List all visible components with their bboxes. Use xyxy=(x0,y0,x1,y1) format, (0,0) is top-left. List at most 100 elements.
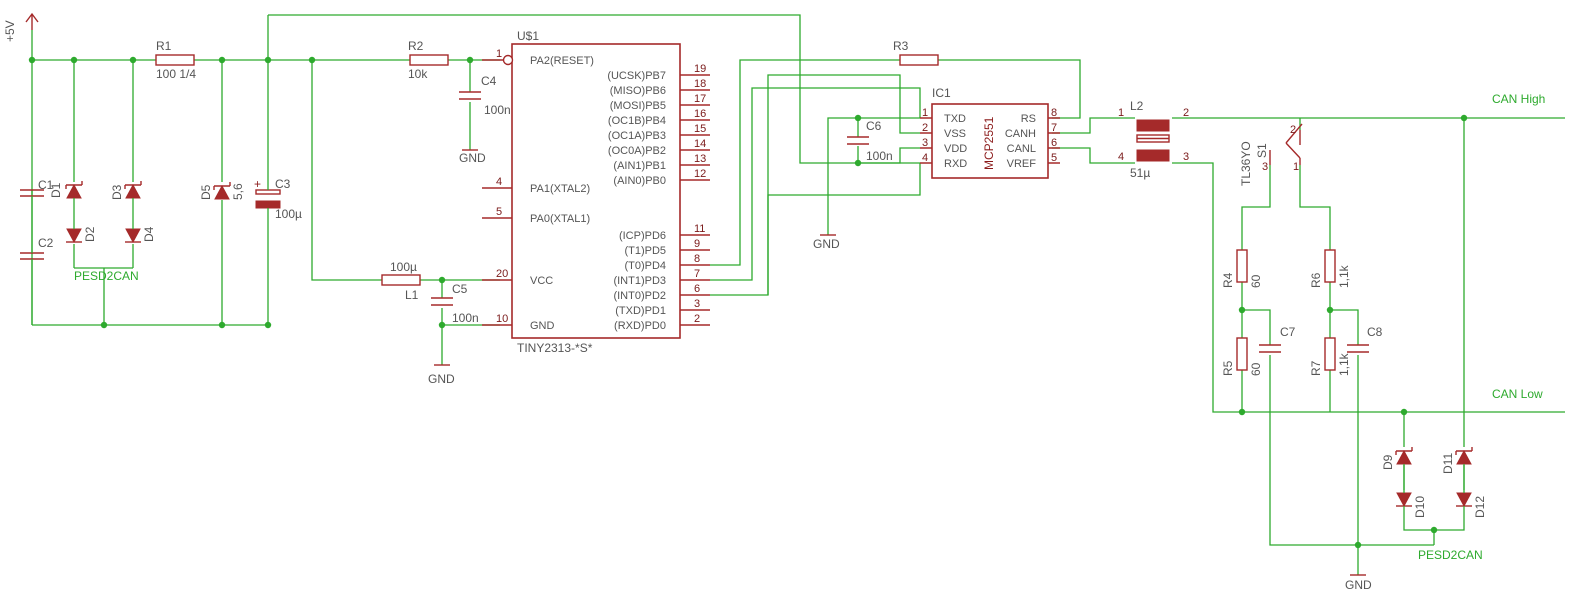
svg-text:R4: R4 xyxy=(1221,272,1235,288)
svg-text:MCP2551: MCP2551 xyxy=(982,116,996,170)
u1-pin-label: (INT1)PD3 xyxy=(613,275,666,287)
svg-text:D3: D3 xyxy=(110,184,124,200)
svg-text:4: 4 xyxy=(1118,151,1124,163)
ic1-pin-number: 4 xyxy=(922,152,928,164)
tvs-diode-d1: D1 xyxy=(49,181,83,199)
u1-pin-number: 5 xyxy=(496,206,502,218)
svg-text:S1: S1 xyxy=(1255,143,1269,158)
ic1-pin-label: TXD xyxy=(944,113,966,125)
ic1-pin-label: RXD xyxy=(944,158,967,170)
u1-pin-label: PA1(XTAL2) xyxy=(530,183,590,195)
u1-pin-label: (ICP)PD6 xyxy=(619,230,666,242)
ic1-pin-label: VDD xyxy=(944,143,967,155)
ic1-pin-label: CANH xyxy=(1005,128,1036,140)
tvs-diode-d9: D9 xyxy=(1381,447,1413,470)
pesd-left-label: PESD2CAN xyxy=(74,269,139,283)
svg-text:C3: C3 xyxy=(275,177,291,191)
u1-pin-number: 20 xyxy=(496,268,508,280)
svg-text:D11: D11 xyxy=(1441,453,1455,474)
ic1-pin-number: 7 xyxy=(1051,122,1057,134)
u1-pin-label: PA0(XTAL1) xyxy=(530,213,590,225)
ic1-pin-number: 1 xyxy=(922,107,928,119)
ic1-pin-label: VREF xyxy=(1007,158,1037,170)
svg-text:TINY2313-*S*: TINY2313-*S* xyxy=(517,341,593,355)
u1-pin-label: (OC1A)PB3 xyxy=(608,130,666,142)
svg-text:100µ: 100µ xyxy=(275,207,302,221)
svg-text:D10: D10 xyxy=(1413,496,1427,518)
capacitor-c1: C1 xyxy=(20,178,54,197)
u1-pin-number: 12 xyxy=(694,168,706,180)
ic1-pin-label: RS xyxy=(1021,113,1036,125)
u1-pin-number: 2 xyxy=(694,313,700,325)
u1-pin-number: 1 xyxy=(496,48,502,60)
u1-pin-number: 3 xyxy=(694,298,700,310)
svg-text:D2: D2 xyxy=(83,226,97,242)
gnd-label: GND xyxy=(428,372,455,386)
common-mode-choke-l2: L2 51µ 1 2 4 3 xyxy=(1118,99,1189,180)
svg-text:TL36YO: TL36YO xyxy=(1239,141,1253,186)
svg-text:100µ: 100µ xyxy=(390,260,417,274)
u1-pin-label: (INT0)PD2 xyxy=(613,290,666,302)
microcontroller-u1: U$1 TINY2313-*S* PA2(RESET)1PA1(XTAL2)4P… xyxy=(482,29,710,355)
svg-text:C7: C7 xyxy=(1280,325,1296,339)
u1-pin-number: 10 xyxy=(496,313,508,325)
ic1-pin-label: VSS xyxy=(944,128,966,140)
ic1-pin-label: CANL xyxy=(1007,143,1036,155)
svg-text:IC1: IC1 xyxy=(932,86,951,100)
u1-pin-number: 4 xyxy=(496,176,502,188)
u1-pin-label: (MOSI)PB5 xyxy=(610,100,666,112)
u1-pin-number: 7 xyxy=(694,268,700,280)
svg-text:10k: 10k xyxy=(408,67,428,81)
u1-pin-label: GND xyxy=(530,320,555,332)
u1-pin-number: 8 xyxy=(694,253,700,265)
tvs-diode-d3: D3 xyxy=(110,181,142,200)
resistor-r4: R4 60 xyxy=(1221,249,1263,288)
ic1-pin-number: 5 xyxy=(1051,152,1057,164)
u1-pin-number: 13 xyxy=(694,153,706,165)
svg-text:R2: R2 xyxy=(408,39,424,53)
gnd-symbol-c4: GND xyxy=(459,149,486,165)
u1-pin-number: 6 xyxy=(694,283,700,295)
u1-pin-label: (AIN1)PB1 xyxy=(613,160,666,172)
ic1-pin-number: 2 xyxy=(922,122,928,134)
svg-text:+: + xyxy=(254,177,261,191)
capacitor-c2: C2 xyxy=(20,236,54,260)
gnd-label: GND xyxy=(459,151,486,165)
diode-d12: D12 xyxy=(1456,492,1487,518)
inductor-l1: 100µ L1 xyxy=(381,260,421,302)
svg-text:L2: L2 xyxy=(1130,99,1144,113)
u1-pin-number: 16 xyxy=(694,108,706,120)
svg-text:L1: L1 xyxy=(405,288,419,302)
svg-text:D12: D12 xyxy=(1473,496,1487,518)
svg-text:3: 3 xyxy=(1183,151,1189,163)
svg-text:1: 1 xyxy=(1293,161,1299,173)
svg-text:D9: D9 xyxy=(1381,454,1395,470)
capacitor-c8: C8 xyxy=(1347,325,1383,353)
svg-text:60: 60 xyxy=(1249,362,1263,376)
gnd-label: GND xyxy=(1345,578,1372,592)
ic1-pin-number: 6 xyxy=(1051,137,1057,149)
electrolytic-c3: + C3 100µ xyxy=(254,177,302,221)
capacitor-c6: C6 100n xyxy=(847,119,893,163)
svg-text:R5: R5 xyxy=(1221,360,1235,376)
u1-pin-number: 9 xyxy=(694,238,700,250)
svg-text:2: 2 xyxy=(1183,107,1189,119)
capacitor-c4: C4 100n xyxy=(459,74,511,117)
u1-pin-label: (OC0A)PB2 xyxy=(608,145,666,157)
tvs-diode-d11: D11 xyxy=(1441,447,1473,474)
ic1-pin-number: 8 xyxy=(1051,107,1057,119)
u1-right-pins: (UCSK)PB719(MISO)PB618(MOSI)PB517(OC1B)P… xyxy=(607,63,706,332)
u1-pin-label: PA2(RESET) xyxy=(530,55,594,67)
u1-pin-number: 14 xyxy=(694,138,706,150)
resistor-r6: R6 1,1k xyxy=(1309,249,1351,288)
svg-text:R1: R1 xyxy=(156,39,172,53)
u1-pin-label: (RXD)PD0 xyxy=(614,320,666,332)
svg-text:C6: C6 xyxy=(866,119,882,133)
svg-text:1: 1 xyxy=(1118,107,1124,119)
u1-pin-label: (MISO)PB6 xyxy=(610,85,666,97)
u1-pin-label: VCC xyxy=(530,275,553,287)
svg-text:D1: D1 xyxy=(49,182,63,198)
